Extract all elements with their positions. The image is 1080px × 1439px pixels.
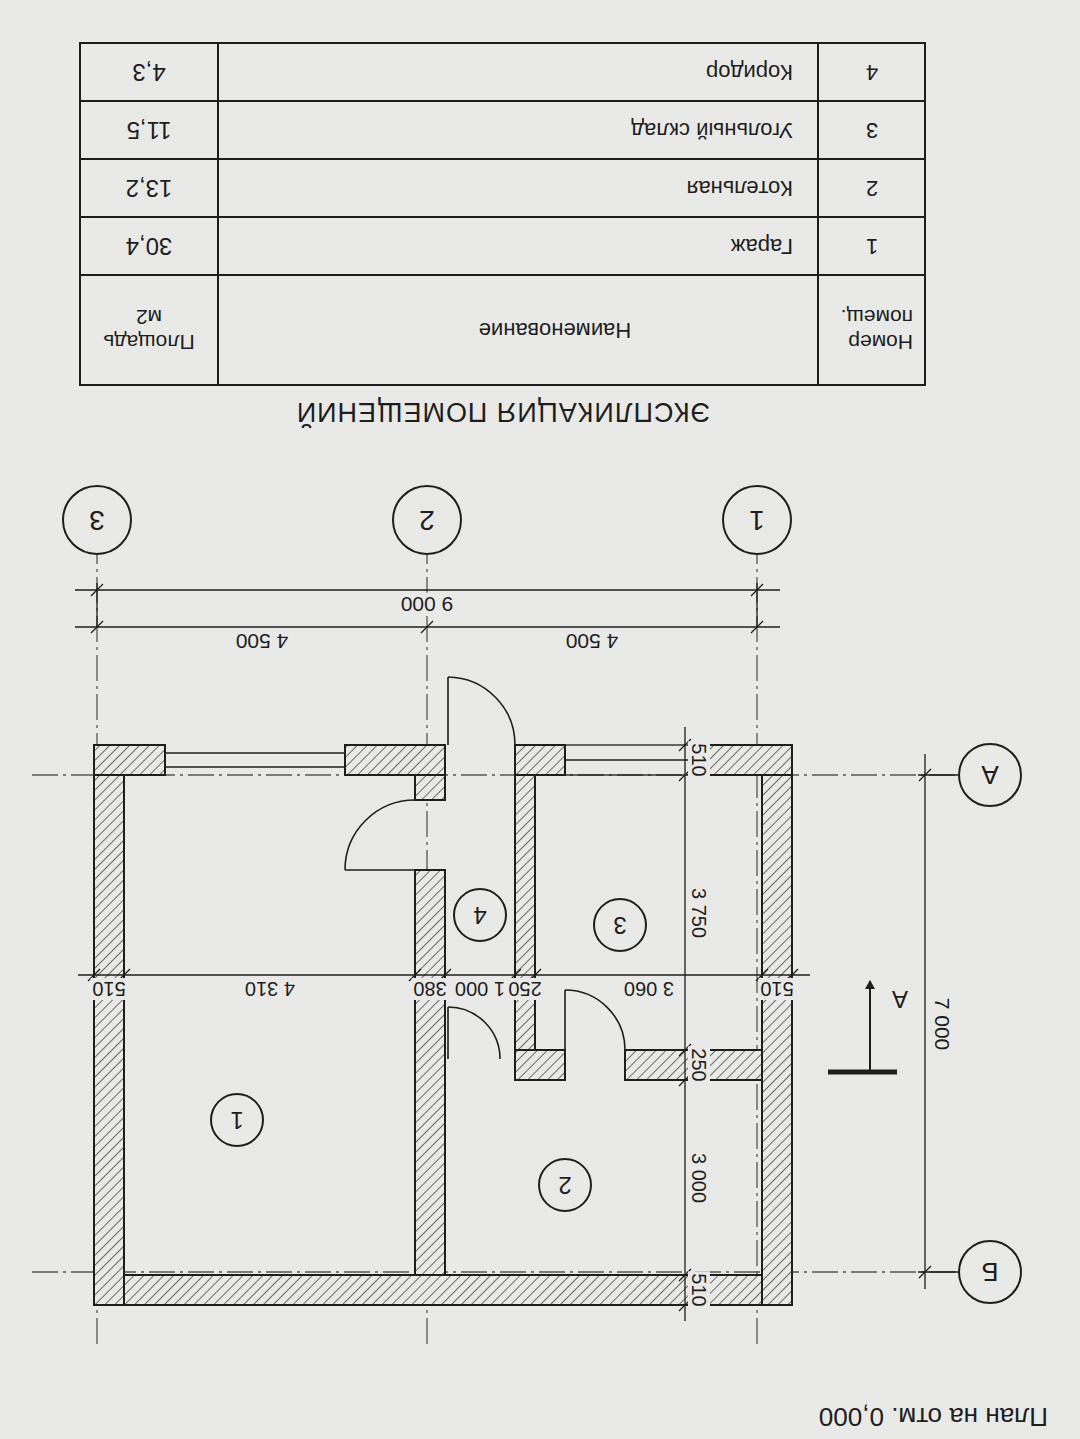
dimension: 250 (688, 1046, 710, 1083)
dimension: 250 (506, 978, 543, 1000)
dimension: 510 (90, 978, 127, 1000)
dimension: 510 (758, 978, 795, 1000)
table-header: Наименование (477, 318, 634, 342)
dimension: 510 (688, 741, 710, 778)
room-number: 1 (210, 1093, 264, 1147)
table-cell: 30,4 (124, 233, 175, 259)
marker-text: А (981, 762, 998, 788)
marker-text: 4 (473, 903, 486, 927)
table-cell: Гараж (729, 234, 795, 258)
table-header: Площадь м2 (92, 305, 206, 355)
axis-marker: 1 (722, 485, 792, 555)
marker-text: 2 (419, 506, 435, 534)
marker-text: 1 (749, 506, 765, 534)
table-cell: 4 (864, 60, 880, 84)
table-heading: ЭКСПЛИКАЦИЯ ПОМЕЩЕНИЙ (294, 396, 713, 426)
dimension: 510 (688, 1271, 710, 1308)
table-cell: 11,5 (125, 117, 174, 143)
room-number: 4 (453, 888, 507, 942)
axis-marker: 2 (392, 485, 462, 555)
dimension: 1 000 (453, 978, 507, 1000)
dimension: 4 500 (234, 629, 291, 652)
room-number: 2 (538, 1158, 592, 1212)
table-cell: 2 (864, 176, 880, 200)
axis-marker: Б (958, 1240, 1022, 1304)
marker-text: 3 (89, 506, 105, 534)
marker-text: 3 (613, 913, 626, 937)
table-cell: 3 (864, 118, 880, 142)
plan-title: План на отм. 0,000 (817, 1402, 1050, 1431)
table-cell: 13,2 (124, 175, 175, 201)
room-number: 3 (593, 898, 647, 952)
table-cell: Котельная (685, 176, 796, 200)
marker-text: Б (981, 1259, 998, 1285)
marker-text: 1 (230, 1108, 243, 1132)
dimension: 7 000 (930, 996, 953, 1053)
dimension: 3 750 (688, 886, 710, 940)
table-header: Номер помещ. (825, 305, 915, 355)
marker-text: 2 (558, 1173, 571, 1197)
table-cell: 4,3 (130, 59, 167, 85)
section-letter: А (890, 986, 910, 1012)
dimension: 3 000 (688, 1151, 710, 1205)
dimension: 9 000 (399, 592, 456, 615)
table-cell: Коридор (704, 60, 795, 84)
axis-marker: А (958, 743, 1022, 807)
table-cell: 1 (864, 234, 880, 258)
axis-marker: 3 (62, 485, 132, 555)
dimension: 380 (411, 978, 448, 1000)
dimension: 4 500 (564, 629, 621, 652)
table-cell: Угольный склад (629, 118, 795, 142)
dimension: 4 310 (243, 978, 297, 1000)
dimension: 3 060 (622, 978, 676, 1000)
